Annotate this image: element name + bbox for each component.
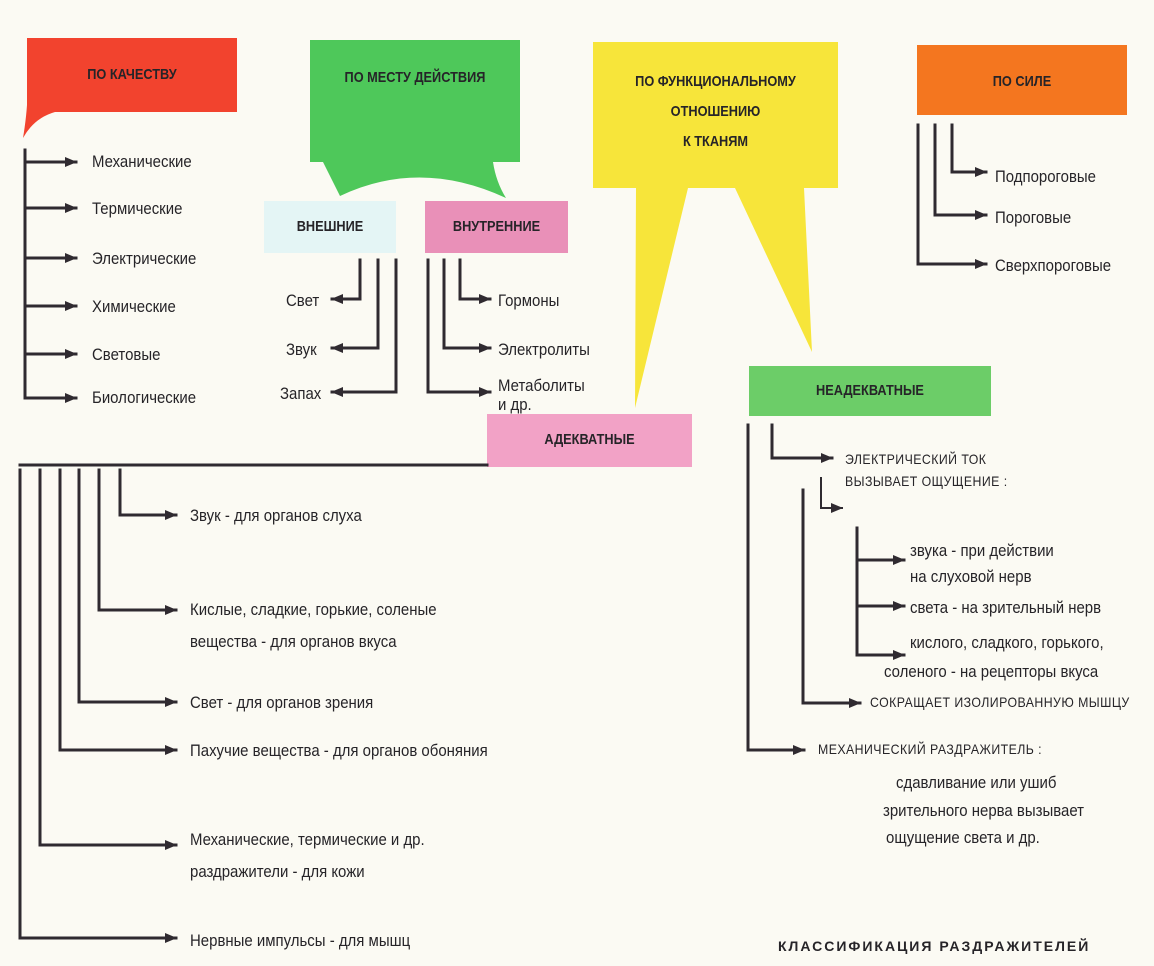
internal-item: Метаболиты	[498, 376, 585, 395]
internal-box	[425, 201, 568, 253]
quality-item: Световые	[92, 345, 161, 364]
mechanical-effect: зрительного нерва вызывает	[883, 801, 1084, 820]
adequate-item: раздражители - для кожи	[190, 862, 365, 881]
header-functional-label-2: ОТНОШЕНИЮ	[670, 103, 761, 120]
quality-item: Электрические	[92, 249, 197, 268]
internal-item: и др.	[498, 395, 532, 414]
header-quality-label: ПО КАЧЕСТВУ	[87, 66, 177, 83]
header-strength-box	[917, 45, 1127, 115]
adequate-box	[487, 414, 692, 467]
external-box	[264, 201, 396, 253]
header-quality-box	[23, 38, 237, 138]
internal-label: ВНУТРЕННИЕ	[452, 218, 541, 235]
internal-item: Гормоны	[498, 291, 560, 310]
sensation-item: на слуховой нерв	[910, 567, 1032, 586]
strength-item: Пороговые	[995, 208, 1072, 227]
inadequate-muscle-label: СОКРАЩАЕТ ИЗОЛИРОВАННУЮ МЫШЦУ	[870, 694, 1130, 710]
quality-item: Биологические	[92, 388, 197, 407]
connector-lines	[18, 123, 988, 943]
footer-title: КЛАССИФИКАЦИЯ РАЗДРАЖИТЕЛЕЙ	[778, 938, 1091, 954]
header-functional-label-1: ПО ФУНКЦИОНАЛЬНОМУ	[635, 73, 796, 90]
sensation-item: соленого - на рецепторы вкуса	[884, 662, 1099, 681]
quality-item: Химические	[92, 297, 176, 316]
external-item: Запах	[280, 384, 322, 403]
inadequate-current-label: ЭЛЕКТРИЧЕСКИЙ ТОК	[845, 451, 987, 467]
header-functional-label-3: К ТКАНЯМ	[682, 133, 749, 150]
adequate-item: вещества - для органов вкуса	[190, 632, 397, 651]
header-place-label: ПО МЕСТУ ДЕЙСТВИЯ	[344, 69, 486, 86]
inadequate-box	[749, 366, 991, 416]
adequate-label: АДЕКВАТНЫЕ	[544, 431, 635, 448]
internal-item: Электролиты	[498, 340, 590, 359]
inadequate-current-label: ВЫЗЫВАЕТ ОЩУЩЕНИЕ :	[845, 473, 1008, 489]
inadequate-label: НЕАДЕКВАТНЫЕ	[816, 382, 924, 399]
adequate-item: Кислые, сладкие, горькие, соленые	[190, 600, 437, 619]
strength-item: Сверхпороговые	[995, 256, 1112, 275]
mechanical-effect: сдавливание или ушиб	[896, 773, 1057, 792]
quality-item: Механические	[92, 152, 192, 171]
header-functional-box	[593, 42, 838, 408]
sensation-item: кислого, сладкого, горького,	[910, 633, 1104, 652]
strength-item: Подпороговые	[995, 167, 1097, 186]
adequate-item: Звук - для органов слуха	[190, 506, 362, 525]
mechanical-effect: ощущение света и др.	[886, 828, 1040, 847]
external-item: Звук	[286, 340, 317, 359]
adequate-item: Нервные импульсы - для мышц	[190, 931, 411, 950]
adequate-item: Механические, термические и др.	[190, 830, 425, 849]
adequate-item: Пахучие вещества - для органов обоняния	[190, 741, 488, 760]
quality-item: Термические	[92, 199, 183, 218]
adequate-item: Свет - для органов зрения	[190, 693, 374, 712]
header-place-box	[310, 40, 520, 198]
sensation-item: звука - при действии	[910, 541, 1054, 560]
inadequate-mechanical-label: МЕХАНИЧЕСКИЙ РАЗДРАЖИТЕЛЬ :	[818, 741, 1043, 757]
external-item: Свет	[286, 291, 320, 310]
external-label: ВНЕШНИЕ	[296, 218, 364, 235]
sensation-item: света - на зрительный нерв	[910, 598, 1102, 617]
header-strength-label: ПО СИЛЕ	[992, 73, 1052, 90]
